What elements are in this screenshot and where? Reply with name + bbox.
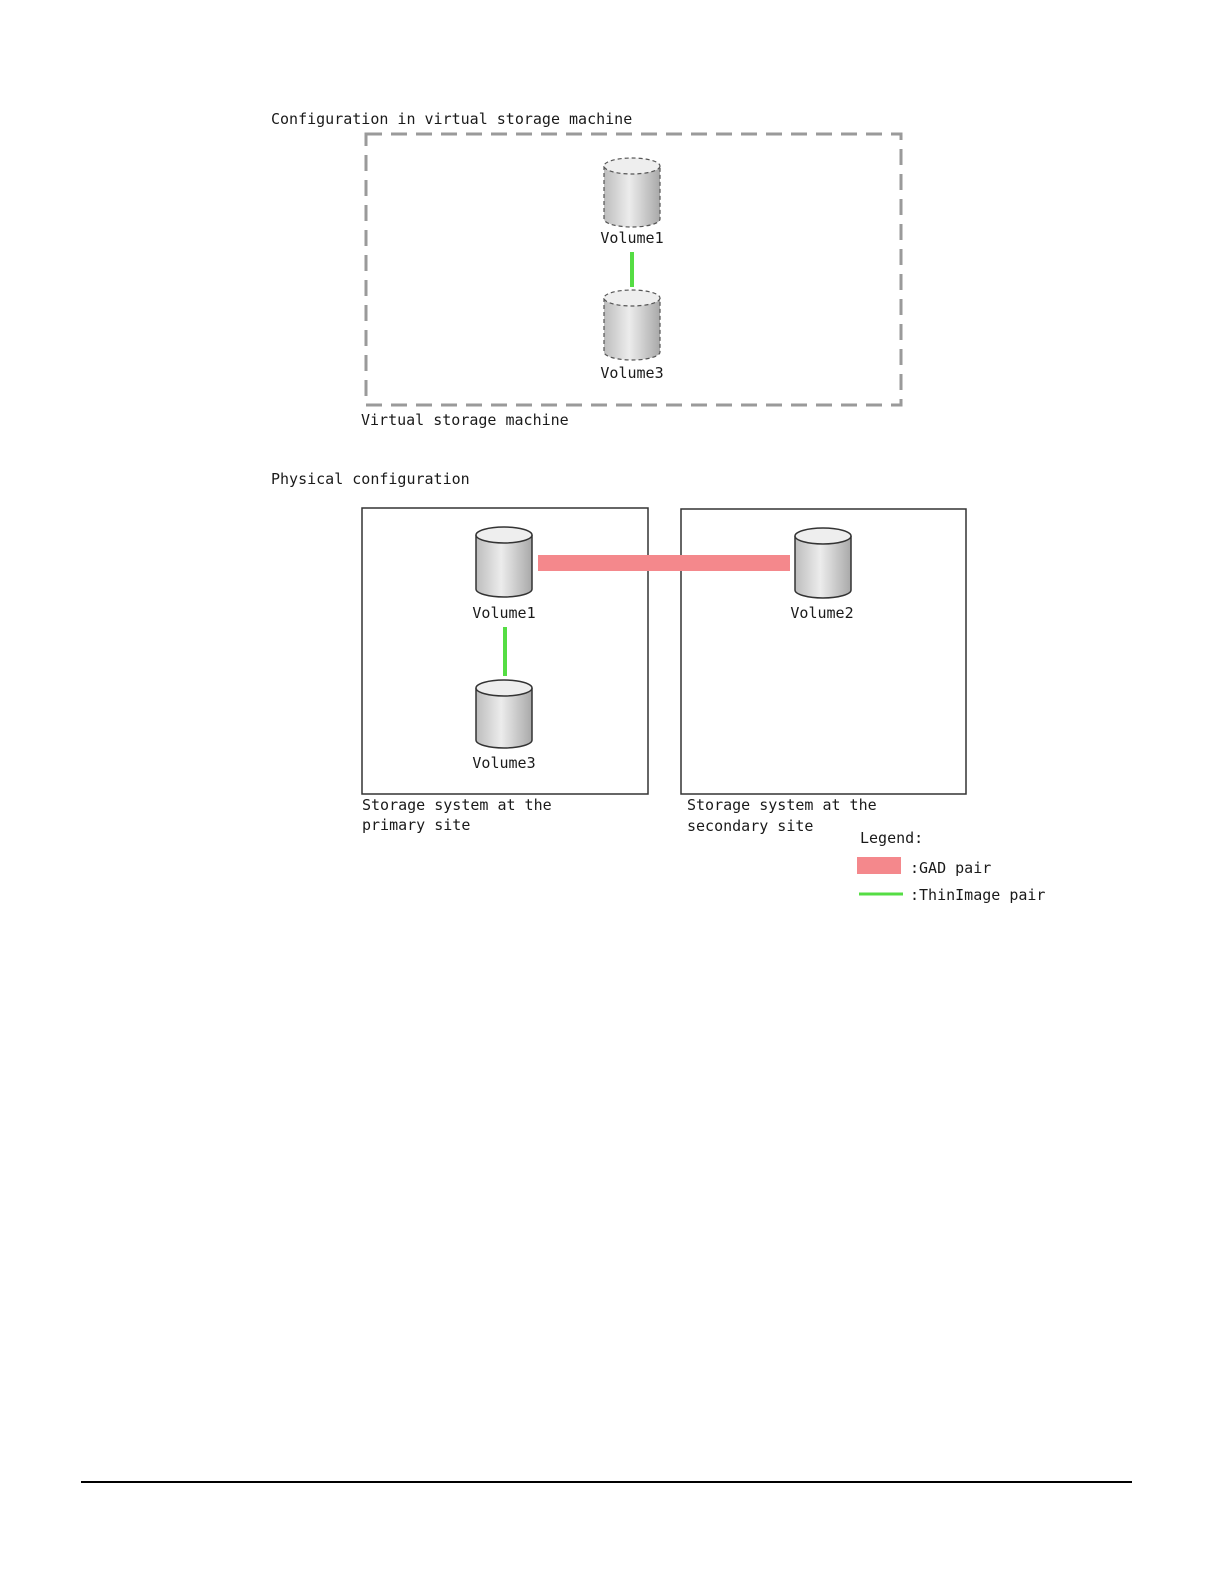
legend-gad-label: :GAD pair: [910, 859, 991, 877]
primary-site-label-line2: primary site: [362, 816, 470, 834]
legend-title: Legend:: [860, 829, 923, 847]
legend: Legend: :GAD pair :ThinImage pair: [857, 829, 1045, 904]
virtual-config-heading: Configuration in virtual storage machine: [271, 110, 632, 128]
physical-config-heading: Physical configuration: [271, 470, 470, 488]
primary-volume1-label: Volume1: [472, 604, 535, 622]
legend-thinimage-label: :ThinImage pair: [910, 886, 1045, 904]
secondary-volume2-cylinder-icon: [795, 528, 851, 598]
primary-volume3-cylinder-icon: [476, 680, 532, 748]
secondary-volume2-label: Volume2: [790, 604, 853, 622]
secondary-site-label-line1: Storage system at the: [687, 796, 877, 814]
virtual-volume1-label: Volume1: [600, 229, 663, 247]
virtual-storage-machine-label: Virtual storage machine: [361, 411, 569, 429]
legend-gad-swatch: [857, 857, 901, 874]
footer-divider: [81, 1481, 1132, 1483]
secondary-site-label-line2: secondary site: [687, 817, 813, 835]
primary-site-label-line1: Storage system at the: [362, 796, 552, 814]
virtual-volume3-cylinder-icon: [604, 290, 660, 360]
primary-volume3-label: Volume3: [472, 754, 535, 772]
virtual-volume1-cylinder-icon: [604, 158, 660, 227]
virtual-volume3-label: Volume3: [600, 364, 663, 382]
gad-pair-bar: [538, 555, 790, 571]
primary-volume1-cylinder-icon: [476, 527, 532, 597]
